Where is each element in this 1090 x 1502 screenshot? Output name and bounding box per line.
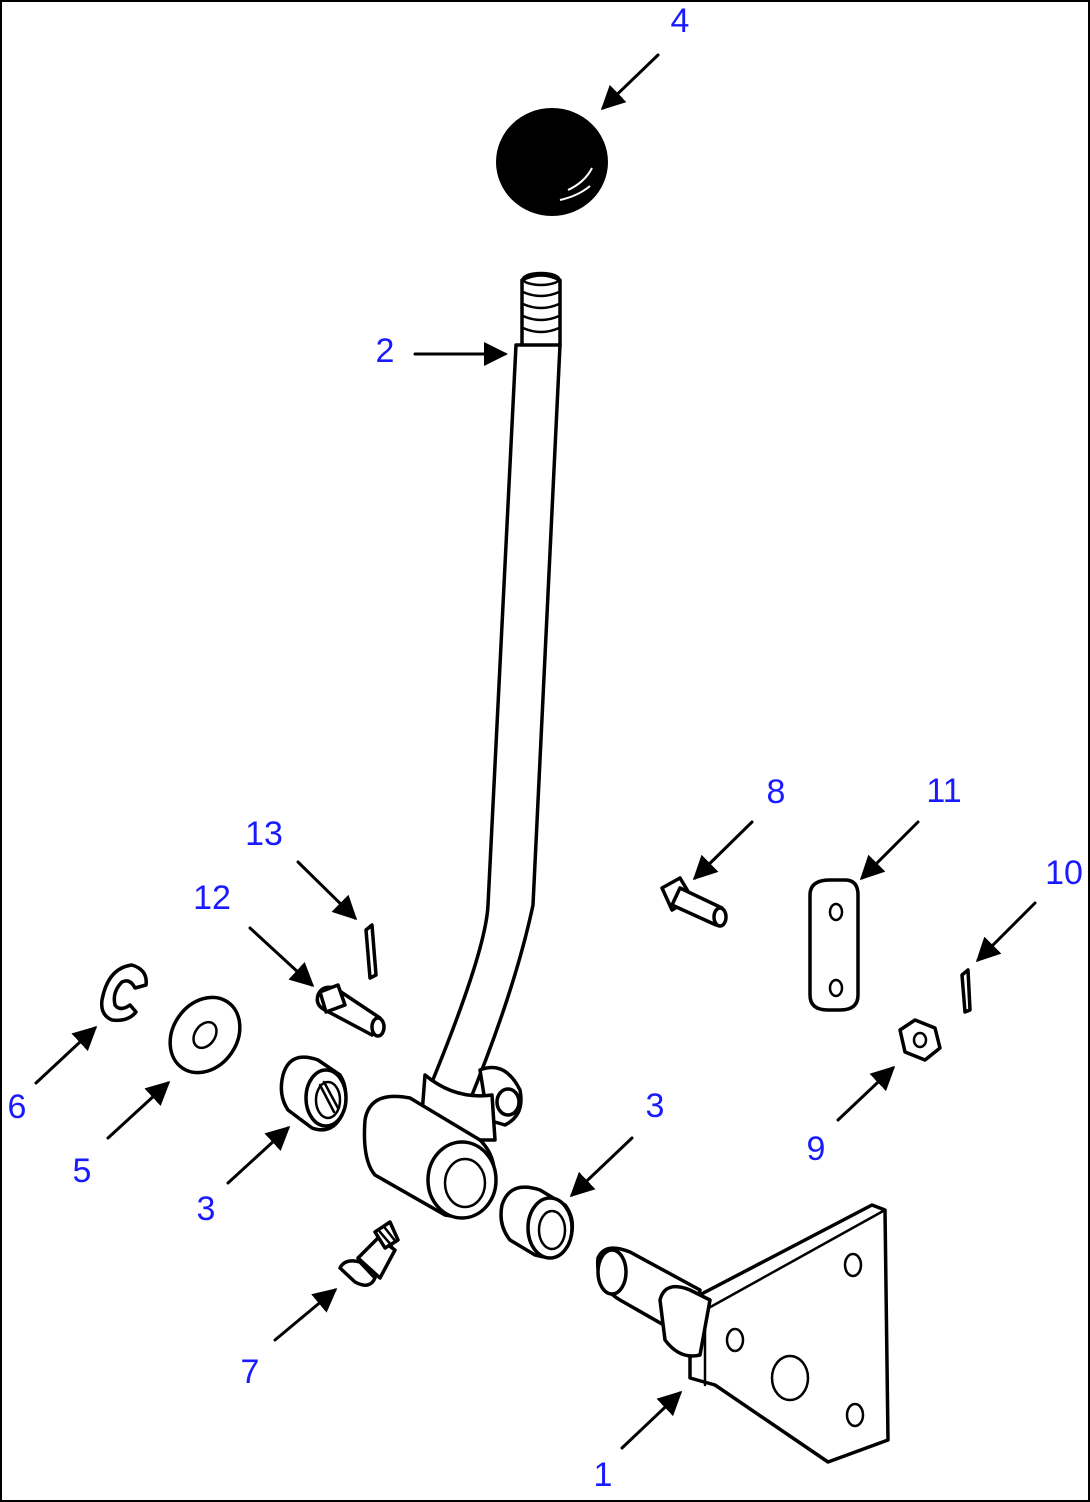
callout-2: 2 <box>376 332 395 370</box>
part-pin <box>315 983 386 1038</box>
part-cotter-pin-left <box>364 923 378 980</box>
part-bracket <box>595 1203 890 1464</box>
part-bolt <box>660 876 728 928</box>
part-knob <box>496 108 608 216</box>
part-cotter-pin-right <box>960 968 972 1014</box>
part-lever <box>362 271 562 1220</box>
callout-7: 7 <box>241 1353 260 1391</box>
callout-1: 1 <box>594 1456 613 1494</box>
callout-5: 5 <box>73 1152 92 1190</box>
leader-lines <box>34 53 1037 1450</box>
callout-11: 11 <box>926 772 961 810</box>
part-link-plate <box>808 878 860 1012</box>
callout-8: 8 <box>767 773 786 811</box>
callout-3-left: 3 <box>197 1190 216 1228</box>
part-bushing-right <box>499 1185 575 1260</box>
part-bushing-left <box>279 1055 348 1132</box>
callout-6: 6 <box>8 1088 27 1126</box>
callout-13: 13 <box>245 815 283 853</box>
callout-4: 4 <box>671 2 690 40</box>
callout-3-right: 3 <box>646 1087 665 1125</box>
callout-12: 12 <box>193 879 231 917</box>
part-nut <box>898 1018 942 1062</box>
callout-labels: 4 2 13 12 8 11 10 6 5 3 3 9 7 1 <box>8 2 1083 1494</box>
callout-9: 9 <box>807 1130 826 1168</box>
part-grease-fitting <box>338 1220 400 1287</box>
part-retaining-ring <box>99 963 148 1023</box>
callout-10: 10 <box>1045 854 1083 892</box>
part-washer <box>168 995 242 1075</box>
